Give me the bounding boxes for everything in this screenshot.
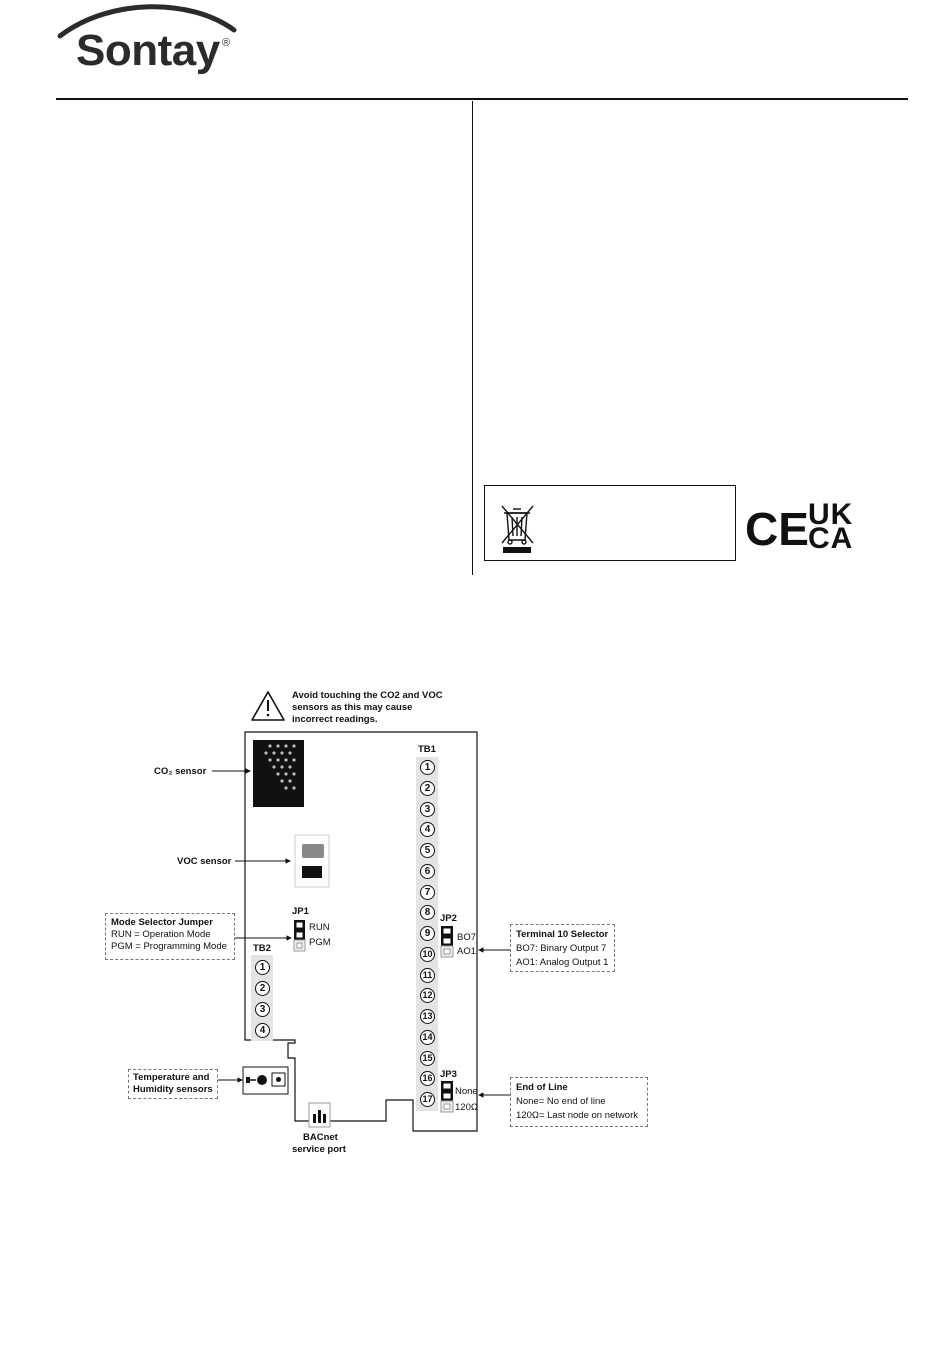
ukca-mark-ca: CA <box>808 522 854 555</box>
column-divider <box>472 101 473 575</box>
tb1-terminal-17: 17 <box>420 1092 435 1107</box>
jp2-ao1-label: AO1 <box>457 946 477 957</box>
voc-sensor-label: VOC sensor <box>177 856 232 867</box>
tb1-terminal-8: 8 <box>420 905 435 921</box>
co2-sensor-label: CO₂ sensor <box>154 766 207 777</box>
weee-bin-icon <box>501 505 534 553</box>
mode-selector-callout: Mode Selector Jumper RUN = Operation Mod… <box>105 913 235 960</box>
jp3-120-label: 120Ω <box>455 1102 478 1113</box>
jp2-bo7-label: BO7 <box>457 932 477 943</box>
tb2-label: TB2 <box>253 943 271 954</box>
jp2-label: JP2 <box>440 913 457 924</box>
jp3-label: JP3 <box>440 1069 457 1080</box>
end-of-line-callout: End of Line None= No end of line 120Ω= L… <box>510 1077 648 1127</box>
tb1-terminal-10: 10 <box>420 946 435 962</box>
tb2-terminal-4: 4 <box>255 1023 270 1038</box>
warning-line-3: incorrect readings. <box>292 714 378 725</box>
tb1-terminal-13: 13 <box>420 1009 435 1024</box>
tb1-terminal-11: 11 <box>420 967 435 983</box>
bacnet-label-2: service port <box>292 1144 346 1155</box>
warning-triangle-icon <box>251 691 285 721</box>
weee-box <box>484 485 736 561</box>
tb1-terminal-1: 1 <box>420 760 435 775</box>
tb1-terminal-15: 15 <box>420 1050 435 1066</box>
ukca-mark-uk: UK <box>808 498 854 531</box>
tb1-terminal-14: 14 <box>420 1029 435 1045</box>
jp1-pgm-label: PGM <box>309 937 331 948</box>
pcb-board <box>212 731 510 1132</box>
tb2-terminal-3: 3 <box>255 1002 270 1017</box>
warning-line-2: sensors as this may cause <box>292 702 413 713</box>
registered-mark: ® <box>222 37 231 49</box>
jp1-label: JP1 <box>292 906 309 917</box>
tb2-terminal-2: 2 <box>255 981 270 996</box>
warning-line-1: Avoid touching the CO2 and VOC <box>292 690 443 701</box>
brand-logo: Sontay <box>76 26 220 75</box>
tb1-terminal-5: 5 <box>420 843 435 858</box>
temp-humidity-label: Temperature and Humidity sensors <box>128 1069 218 1099</box>
tb1-terminal-4: 4 <box>420 822 435 838</box>
tb1-terminal-7: 7 <box>420 884 435 900</box>
jp1-run-label: RUN <box>309 922 330 933</box>
ce-mark: CE <box>745 503 809 555</box>
tb1-terminal-16: 16 <box>420 1071 435 1087</box>
logo-arc <box>57 4 237 39</box>
tb1-terminal-3: 3 <box>420 801 435 817</box>
tb1-terminal-12: 12 <box>420 988 435 1004</box>
header-rule <box>56 98 908 100</box>
tb2-terminal-1: 1 <box>255 960 270 975</box>
terminal10-callout: Terminal 10 Selector BO7: Binary Output … <box>510 924 615 972</box>
tb1-terminal-2: 2 <box>420 780 435 796</box>
tb1-label: TB1 <box>418 744 436 755</box>
tb1-terminal-9: 9 <box>420 926 435 941</box>
tb1-terminal-6: 6 <box>420 863 435 879</box>
bacnet-label-1: BACnet <box>303 1132 338 1143</box>
jp3-none-label: None <box>455 1086 478 1097</box>
